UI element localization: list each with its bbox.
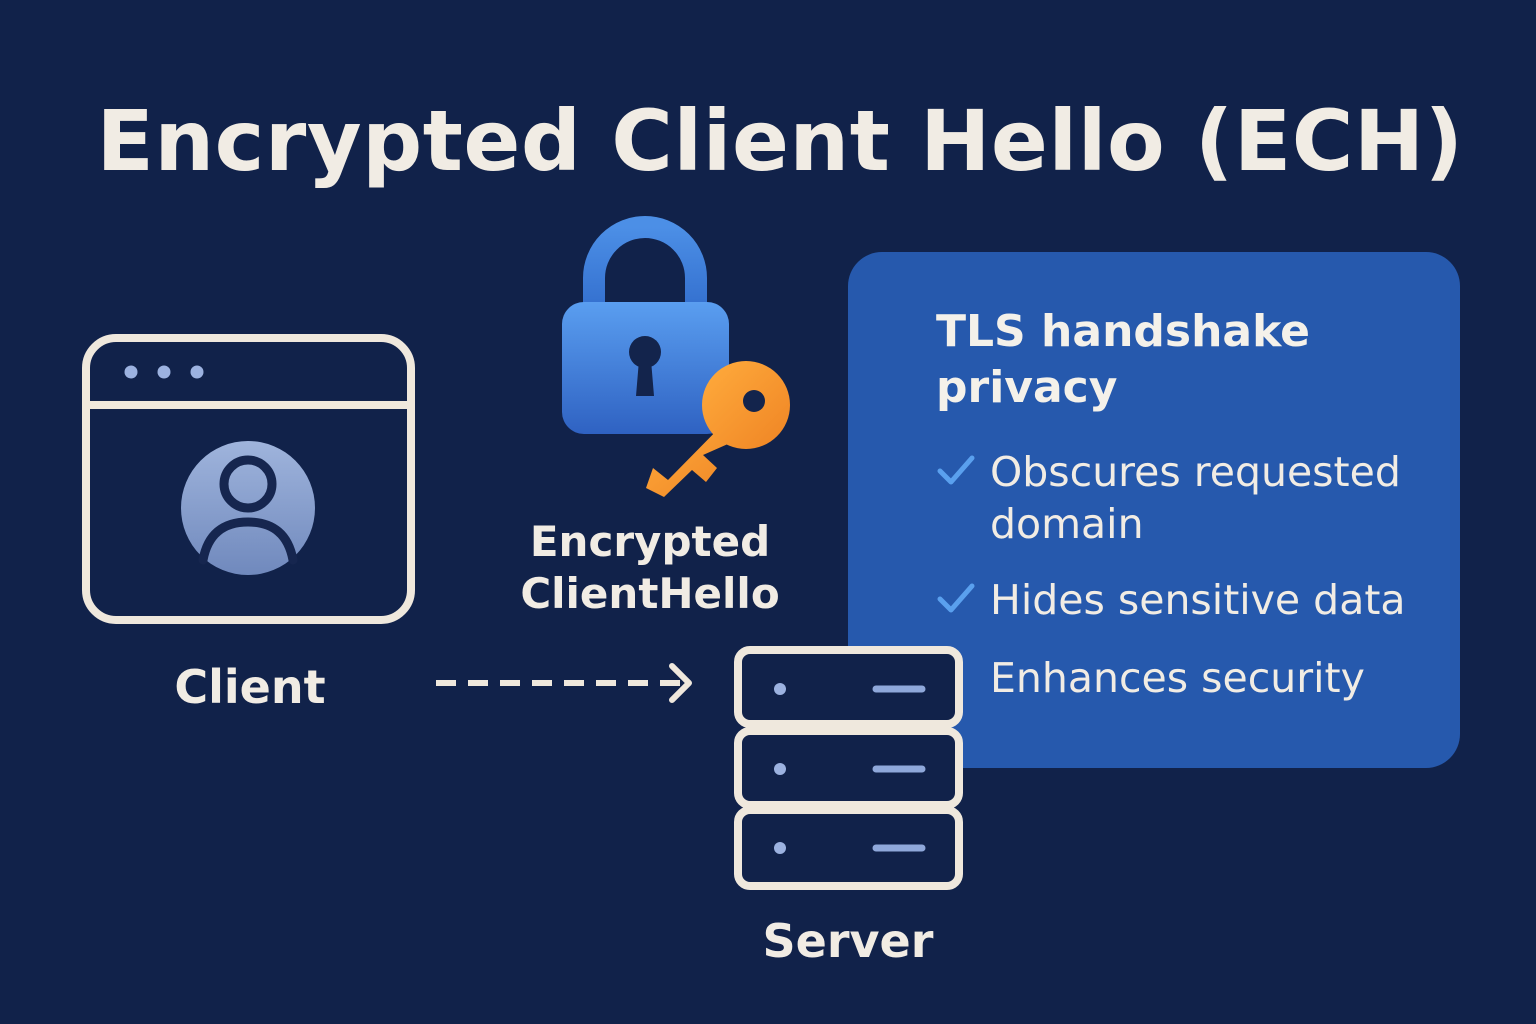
feature-text: Obscures requested domain [990, 448, 1401, 548]
user-avatar-icon [181, 441, 315, 575]
encrypted-clienthello-label-line2: ClientHello [520, 569, 780, 618]
encrypted-clienthello-label-line1: Encrypted [529, 517, 771, 566]
feature-item: Hides sensitive data [936, 574, 1436, 630]
key-icon [646, 361, 790, 497]
diagram-title: Encrypted Client Hello (ECH) [96, 92, 1464, 190]
client-label: Client [174, 660, 326, 714]
info-panel: TLS handshake privacy Obscures requested… [848, 252, 1460, 768]
feature-text: Enhances security [990, 654, 1365, 702]
feature-item: Obscures requested domain [936, 446, 1436, 556]
checkmark-icon [937, 583, 975, 613]
server-stack-icon [734, 646, 963, 890]
dashed-arrow [436, 663, 692, 703]
encrypted-clienthello-label: Encrypted ClientHello [500, 516, 800, 620]
checkmark-icon [937, 455, 975, 485]
server-label: Server [762, 914, 934, 968]
padlock-icon [562, 216, 729, 434]
browser-window-user-icon [82, 334, 415, 624]
feature-text: Hides sensitive data [990, 576, 1406, 624]
panel-title: TLS handshake privacy [936, 306, 1311, 413]
feature-item: Enhances security [936, 652, 1436, 708]
